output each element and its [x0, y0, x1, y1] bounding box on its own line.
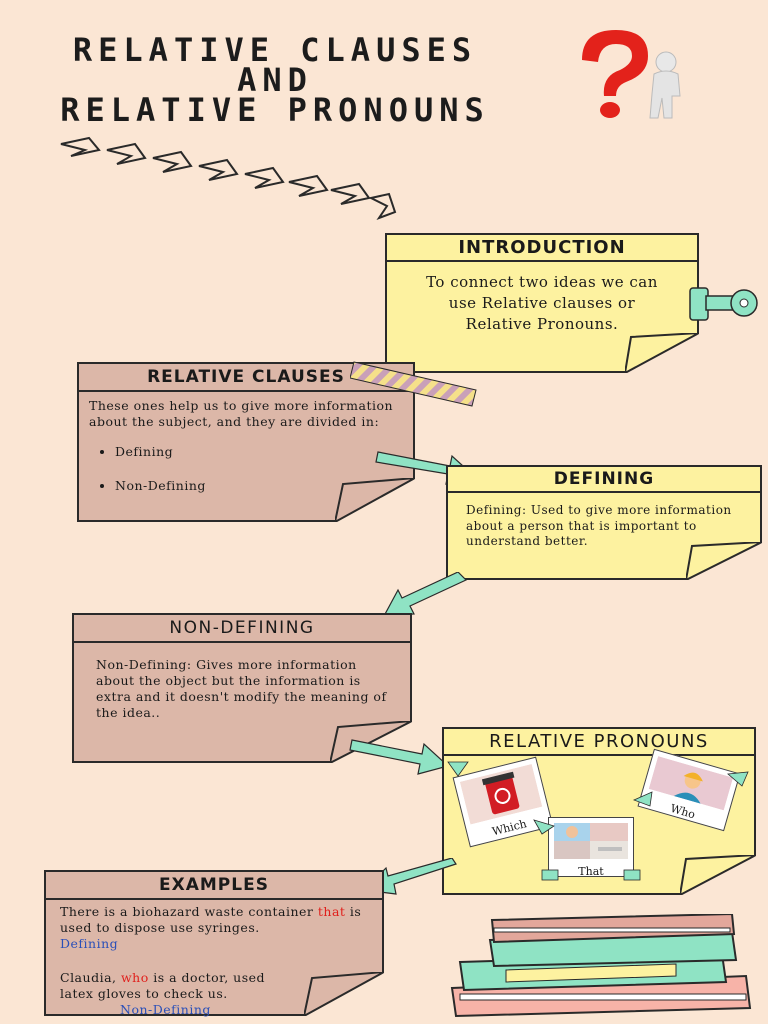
list-item: Non-Defining	[115, 478, 403, 494]
introduction-heading: INTRODUCTION	[387, 235, 697, 262]
washi-tape-decoration	[350, 361, 477, 407]
tape-corner-icon	[727, 771, 749, 787]
page-curl-icon	[686, 542, 762, 580]
highlight-that: that	[317, 904, 346, 919]
introduction-note: INTRODUCTION To connect two ideas we can…	[385, 233, 699, 373]
tape-corner-icon	[541, 869, 559, 881]
relative-clauses-note: RELATIVE CLAUSES These ones help us to g…	[77, 362, 415, 522]
relative-clauses-text: These ones help us to give more informat…	[89, 398, 394, 429]
example-defining: There is a biohazard waste container tha…	[60, 904, 362, 951]
examples-heading: EXAMPLES	[46, 872, 382, 900]
tape-corner-icon	[623, 869, 641, 881]
arrow-to-relative-pronouns-icon	[349, 739, 450, 775]
examples-body: There is a biohazard waste container tha…	[46, 900, 382, 1022]
page-curl-icon	[680, 855, 756, 895]
page-curl-icon	[304, 972, 384, 1016]
doctor-syringe-icon	[554, 823, 628, 859]
example-tag-non-defining: Non-Defining	[120, 1002, 211, 1017]
defining-heading: DEFINING	[448, 467, 760, 493]
non-defining-heading: NON-DEFINING	[74, 615, 410, 643]
list-item: Defining	[115, 444, 403, 460]
page-curl-icon	[625, 333, 699, 373]
examples-note: EXAMPLES There is a biohazard waste cont…	[44, 870, 384, 1017]
introduction-text: To connect two ideas we can use Relative…	[426, 273, 658, 333]
pronoun-card-who: Who	[637, 748, 741, 832]
relative-clauses-body: These ones help us to give more informat…	[79, 392, 413, 494]
defining-text: Defining: Used to give more information …	[466, 503, 732, 548]
page-curl-icon	[335, 478, 415, 522]
binder-clip-icon	[689, 287, 758, 321]
tape-corner-icon	[632, 791, 653, 807]
pronoun-card-that: That	[548, 817, 634, 878]
page-title-line2: AND	[237, 61, 313, 99]
relative-pronouns-heading: RELATIVE PRONOUNS	[444, 729, 754, 756]
tape-corner-icon	[533, 819, 555, 835]
pronoun-label: That	[578, 865, 604, 878]
highlight-who: who	[120, 970, 149, 985]
non-defining-note: NON-DEFINING Non-Defining: Gives more in…	[72, 613, 412, 763]
question-mark-figure-icon	[582, 30, 681, 119]
example-non-defining: Claudia, who is a doctor, used latex glo…	[60, 970, 266, 1017]
defining-note: DEFINING Defining: Used to give more inf…	[446, 465, 762, 580]
books-stack-icon	[450, 914, 752, 1018]
chevron-row-decoration	[60, 136, 397, 221]
relative-clauses-heading: RELATIVE CLAUSES	[79, 364, 413, 392]
page-title-line1: RELATIVE CLAUSES	[72, 31, 478, 69]
biohazard-container-icon	[459, 763, 543, 825]
arrow-to-non-defining-icon	[382, 572, 468, 617]
example-tag-defining: Defining	[60, 936, 119, 951]
page-title-line3: RELATIVE PRONOUNS	[60, 91, 490, 129]
doctor-woman-icon	[648, 756, 734, 811]
non-defining-text: Non-Defining: Gives more information abo…	[96, 657, 387, 720]
tape-corner-icon	[447, 761, 469, 777]
pronoun-card-which: Which	[452, 756, 554, 848]
clause-type-list: Defining Non-Defining	[89, 444, 403, 494]
